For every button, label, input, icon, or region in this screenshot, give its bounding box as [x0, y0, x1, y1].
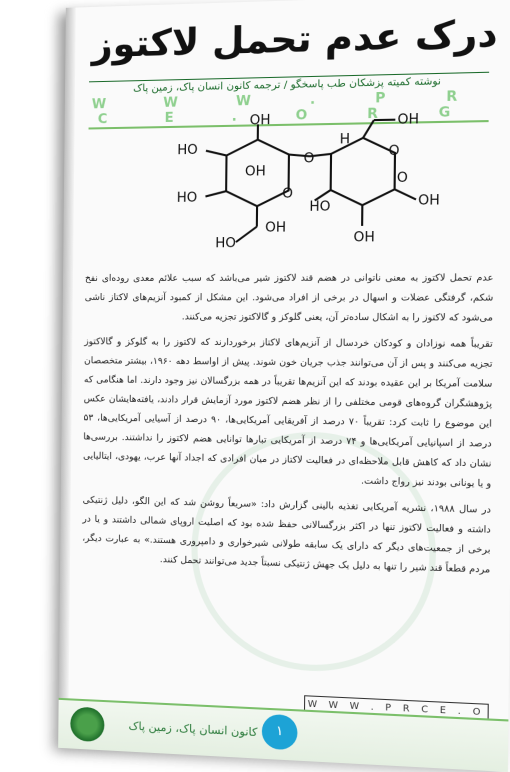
lactose-molecule-diagram: OH HO OH HO O O HO OH H O HO OH O OH OH	[154, 110, 450, 267]
molecule-atom-label: O	[397, 170, 408, 186]
molecule-atom-label: HO	[177, 143, 198, 159]
paragraph-2: تقریباً همه نوزادان و کودکان خردسال از آ…	[83, 333, 493, 495]
document-title: درک عدم تحمل لاکتوز	[85, 12, 505, 66]
organization-logo	[70, 706, 104, 742]
molecule-atom-label: OH	[245, 164, 266, 180]
molecule-atom-label: HO	[177, 190, 198, 205]
molecule-atom-label: OH	[418, 193, 440, 209]
page-number: ۱	[262, 714, 298, 751]
article-body: عدم تحمل لاکتوز به معنی ناتوانی در هضم ق…	[82, 269, 494, 587]
footer-organization-name: کانون انسان پاک، زمین پاک	[128, 719, 257, 739]
molecule-atom-label: OH	[353, 230, 375, 246]
molecule-atom-label: OH	[397, 112, 419, 128]
molecule-atom-label: OH	[265, 220, 286, 236]
molecule-atom-label: HO	[215, 236, 236, 251]
paragraph-3: در سال ۱۹۸۸، نشریه آمریکایی تغذیه بالینی…	[82, 491, 491, 580]
molecule-atom-label: HO	[309, 199, 330, 215]
paragraph-1: عدم تحمل لاکتوز به معنی ناتوانی در هضم ق…	[84, 269, 493, 329]
molecule-atom-label: O	[303, 151, 314, 167]
book-cover: درک عدم تحمل لاکتوز نوشته کمیته پزشکان ط…	[58, 0, 510, 772]
molecule-atom-label: O	[282, 186, 293, 202]
molecule-atom-label: O	[388, 143, 399, 159]
molecule-atom-label: H	[340, 132, 351, 148]
molecule-atom-label: OH	[250, 113, 271, 129]
